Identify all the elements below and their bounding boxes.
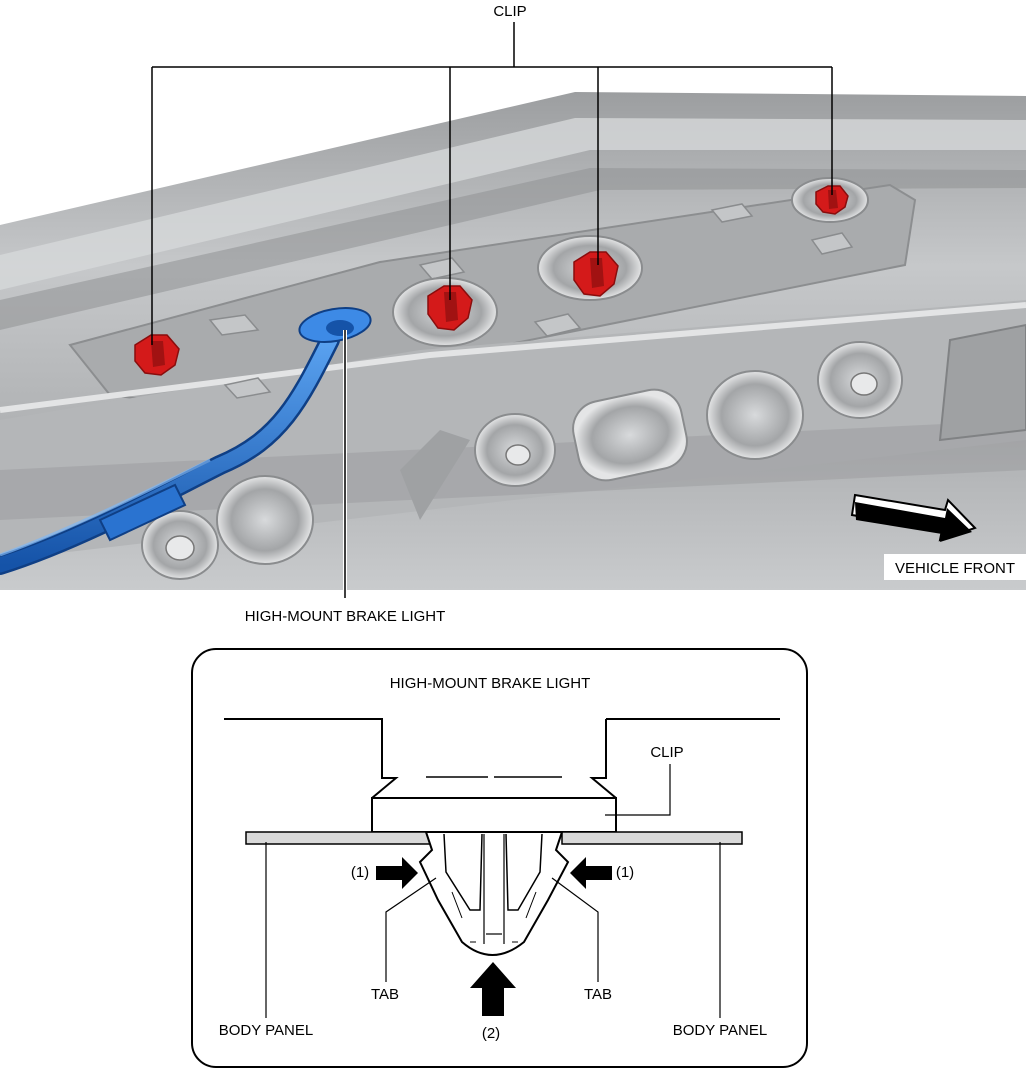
rear-panel-illustration — [0, 92, 1026, 590]
clip-3 — [573, 251, 619, 297]
clip-body — [418, 831, 570, 956]
arrow-2 — [470, 962, 516, 1016]
arrow-1-left — [376, 857, 418, 889]
vehicle-front-label-bg — [884, 554, 1026, 580]
body-panel-left-plate — [245, 831, 435, 845]
detail-title: HIGH-MOUNT BRAKE LIGHT — [390, 675, 591, 692]
service-holes — [141, 323, 1026, 580]
clip-detail-leader — [605, 764, 671, 816]
vehicle-front-arrow — [850, 493, 977, 542]
clip-1 — [134, 334, 180, 376]
clip-2 — [427, 285, 473, 331]
body-panel-left-label: BODY PANEL — [219, 1022, 313, 1039]
arrow-1-left-label: (1) — [351, 864, 369, 881]
arrow-1-right — [570, 857, 612, 889]
body-panel-right-plate — [561, 831, 743, 845]
body-panel-right-label: BODY PANEL — [673, 1022, 767, 1039]
tab-right-label: TAB — [584, 986, 612, 1003]
tab-right-leader — [551, 877, 599, 982]
high-mount-brake-light — [0, 307, 372, 575]
clip-detail-label: CLIP — [650, 744, 683, 761]
brake-light-housing — [224, 718, 780, 799]
arrow-2-label: (2) — [482, 1025, 500, 1042]
vehicle-front-label: VEHICLE FRONT — [895, 560, 1015, 577]
panel-slots — [208, 203, 854, 399]
clip-markers — [134, 185, 849, 376]
clip-head — [371, 797, 617, 833]
arrow-1-right-label: (1) — [616, 864, 634, 881]
tab-left-label: TAB — [371, 986, 399, 1003]
brake-light-label: HIGH-MOUNT BRAKE LIGHT — [245, 608, 446, 625]
detail-diagram: HIGH-MOUNT BRAKE LIGHT (1) (1) (2) — [191, 648, 808, 1068]
clip-label: CLIP — [493, 3, 526, 20]
tab-left-leader — [385, 877, 437, 982]
clip-leaders — [151, 22, 833, 345]
